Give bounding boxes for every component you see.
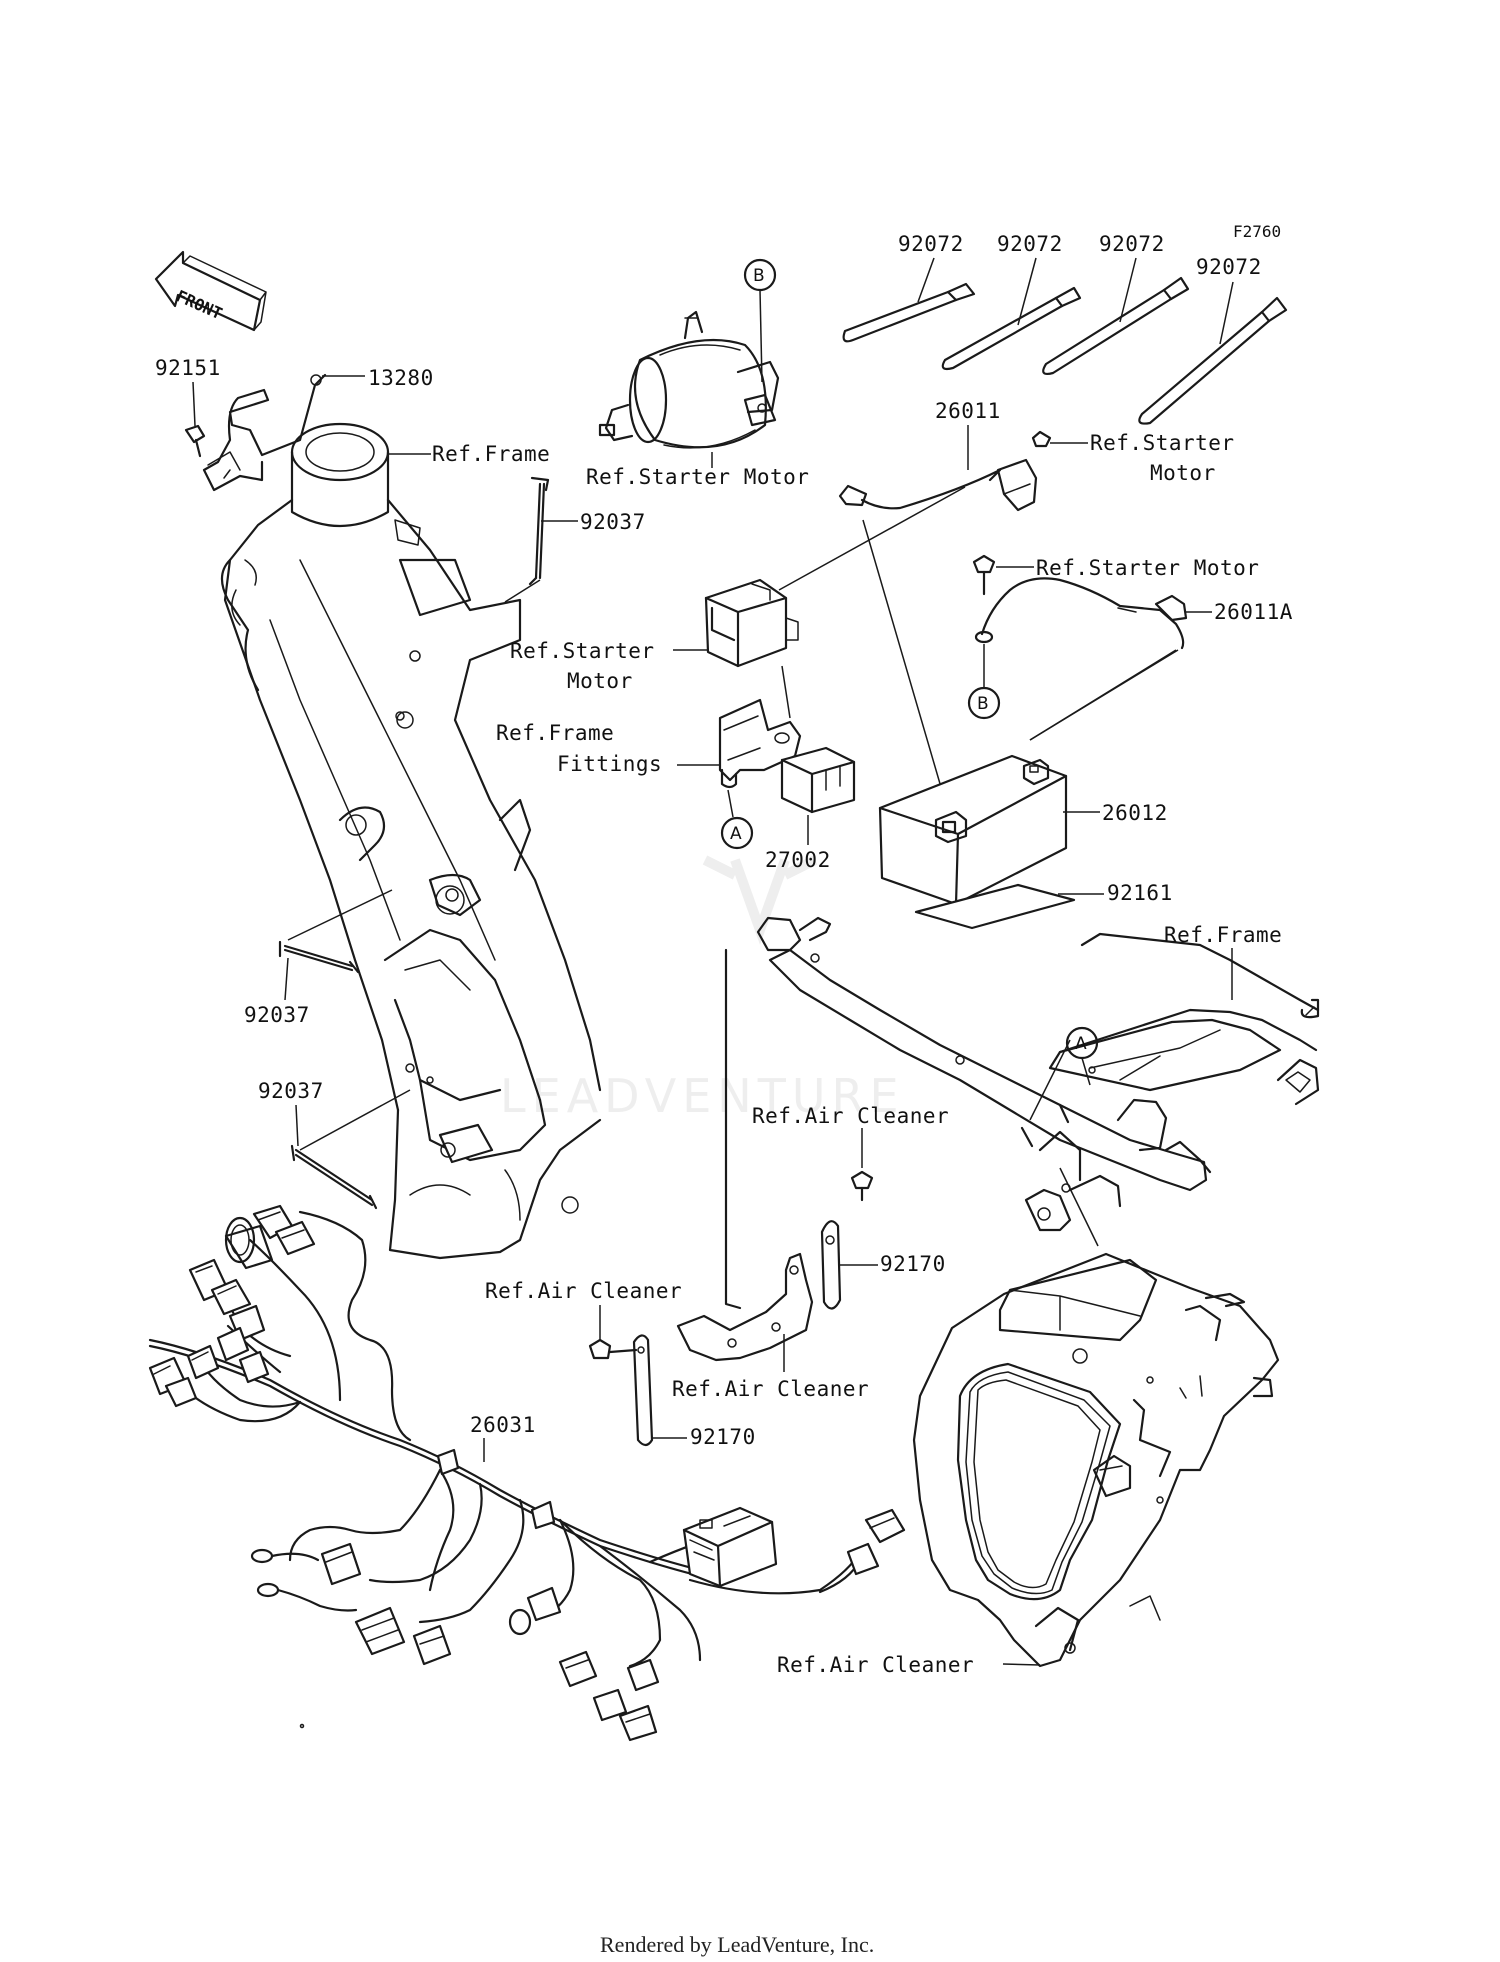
strap-92170-upper — [820, 1220, 842, 1310]
label-92037-low: 92037 — [258, 1079, 324, 1103]
label-ref-air-cleaner-2: Ref.Air Cleaner — [485, 1279, 682, 1303]
figure-code: F2760 — [1233, 222, 1281, 241]
watermark-text: LEADVENTURE — [500, 1069, 905, 1123]
label-92072-2: 92072 — [997, 232, 1063, 256]
bolt-air-cleaner-1 — [850, 1170, 874, 1202]
bolt-air-cleaner-2 — [588, 1338, 638, 1360]
clamp-92037-mid — [278, 940, 360, 974]
battery-26012 — [878, 754, 1068, 906]
bracket-13280 — [202, 373, 327, 492]
label-ref-starter-motor-r2: Ref.Starter Motor — [1036, 556, 1259, 580]
label-ref-frame-top: Ref.Frame — [432, 442, 550, 466]
label-ref-frame-fittings-a: Ref.Frame — [496, 721, 614, 745]
starter-motor-reference — [598, 310, 780, 449]
bolt-92151 — [184, 424, 206, 458]
label-92037-mid: 92037 — [244, 1003, 310, 1027]
air-cleaner-housing-reference — [912, 1252, 1280, 1668]
label-92072-1: 92072 — [898, 232, 964, 256]
clamp-92037-top — [528, 476, 550, 586]
cable-tie-92072-2 — [941, 286, 1082, 371]
callout-a-bracket — [720, 816, 754, 850]
relay-27002 — [780, 746, 856, 814]
callout-b-lead-letter: B — [977, 694, 989, 714]
front-arrow-label: FRONT — [173, 286, 225, 323]
cable-tie-92072-1 — [842, 282, 976, 343]
label-92151: 92151 — [155, 356, 221, 380]
callout-b-top-letter: B — [753, 266, 765, 286]
label-13280: 13280 — [368, 366, 434, 390]
label-26012: 26012 — [1102, 801, 1168, 825]
bolt-starter-motor-r1 — [1031, 430, 1052, 448]
label-26011A: 26011A — [1214, 600, 1293, 624]
battery-lead-26011A — [974, 577, 1188, 650]
battery-pad-92161 — [914, 883, 1076, 930]
cable-tie-92072-4 — [1138, 296, 1288, 425]
callout-a-bracket-letter: A — [730, 824, 742, 844]
front-arrow-icon: FRONT — [154, 250, 267, 332]
label-26031: 26031 — [470, 1413, 536, 1437]
label-92072-3: 92072 — [1099, 232, 1165, 256]
label-ref-starter-motor-r1a: Ref.Starter — [1090, 431, 1235, 455]
label-92170-top: 92170 — [880, 1252, 946, 1276]
label-92072-4: 92072 — [1196, 255, 1262, 279]
strap-92170-lower — [632, 1334, 654, 1447]
label-ref-air-cleaner-4: Ref.Air Cleaner — [777, 1653, 974, 1677]
label-ref-starter-motor-top: Ref.Starter Motor — [586, 465, 809, 489]
label-ref-starter-motor-r1b: Motor — [1150, 461, 1216, 485]
air-cleaner-bracket — [676, 948, 814, 1362]
main-harness-26031 — [148, 1204, 906, 1742]
label-ref-air-cleaner-3: Ref.Air Cleaner — [672, 1377, 869, 1401]
label-92037-top: 92037 — [580, 510, 646, 534]
callout-a-frame-letter: A — [1075, 1034, 1087, 1054]
starter-relay-reference — [704, 578, 799, 668]
label-ref-frame-fittings-b: Fittings — [557, 752, 662, 776]
bolt-starter-motor-r2 — [972, 554, 996, 596]
label-ref-frame-right: Ref.Frame — [1164, 923, 1282, 947]
footer-credit: Rendered by LeadVenture, Inc. — [600, 1932, 874, 1957]
label-ref-air-cleaner-1: Ref.Air Cleaner — [752, 1104, 949, 1128]
label-ref-starter-motor-relay-a: Ref.Starter — [510, 639, 655, 663]
frame-reference — [220, 422, 602, 1260]
label-26011: 26011 — [935, 399, 1001, 423]
label-92161: 92161 — [1107, 881, 1173, 905]
label-ref-starter-motor-relay-b: Motor — [567, 669, 633, 693]
callout-b-lead — [967, 686, 1001, 720]
label-92170-low: 92170 — [690, 1425, 756, 1449]
label-27002: 27002 — [765, 848, 831, 872]
clamp-92037-low — [290, 1144, 378, 1210]
battery-lead-26011 — [838, 458, 1038, 512]
cable-tie-92072-3 — [1042, 276, 1190, 376]
